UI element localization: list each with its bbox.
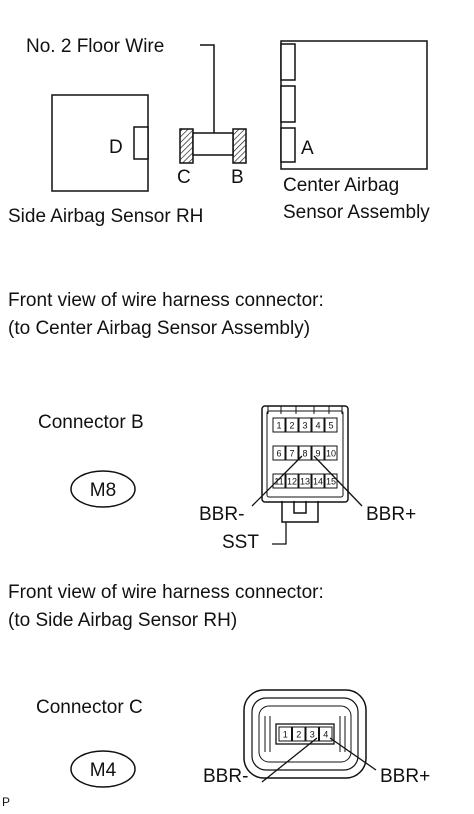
connector-b-label: Connector B [38,412,144,433]
connector-c-shape [179,128,194,164]
connector-c-pin-cell [319,726,333,742]
section-c-title-1: Front view of wire harness connector: [8,582,324,603]
connector-c-pin-number: 2 [296,730,301,740]
connector-b-pin-number: 6 [276,449,281,459]
connector-b-pin-number: 13 [300,477,310,487]
sst-jumper-inner [293,501,307,514]
side-sensor-name: Side Airbag Sensor RH [8,206,203,227]
connector-b-code-oval [70,470,136,508]
bbr-minus-label-c: BBR- [203,766,248,787]
section-c-title-2: (to Side Airbag Sensor RH) [8,610,237,631]
sst-jumper-outer [281,501,319,523]
connector-b-pin-cell [272,473,286,489]
connector-b-inner-frame [266,410,344,498]
connector-b-pin-number: 8 [302,449,307,459]
section-b-title-1: Front view of wire harness connector: [8,290,324,311]
connector-c-side-ribs [264,716,346,752]
connector-b-pin-number: 11 [274,477,283,487]
connector-b-pin-cell [298,473,312,489]
connector-b-pin-number: 3 [302,421,307,431]
center-sensor-letter: A [301,138,314,159]
side-sensor-connector-d [133,126,149,160]
connector-b-pin-cell [285,417,299,433]
side-airbag-sensor-box [51,94,149,192]
connector-b-top-ribs [267,406,343,414]
connector-b-pin-cell [285,473,299,489]
connector-b-pin-number: 7 [289,449,294,459]
sst-leader [272,522,287,545]
connector-c-pin-number: 3 [310,730,315,740]
side-sensor-letter: D [109,137,123,158]
connector-c-pin-cell [292,726,306,742]
floor-wire-leader [200,44,215,133]
section-b-title-2: (to Center Airbag Sensor Assembly) [8,318,310,339]
connector-c-label: Connector C [36,697,143,718]
bbr-minus-leader-c [261,737,318,783]
connector-b-pin-cell [324,417,338,433]
connector-c-inner-shell-2 [258,705,352,763]
connector-b-pin-number: 15 [326,477,336,487]
connector-b-pin-cell [285,445,299,461]
sst-label: SST [222,532,259,553]
bbr-minus-leader-b [251,455,303,507]
connector-c-inner-shell-1 [251,697,359,771]
connector-c-pin-number: 4 [323,730,328,740]
connector-c-code-oval [70,750,136,788]
center-sensor-slot-a [280,127,296,163]
connector-b-shape [232,128,247,164]
connector-b-pin-number: 4 [315,421,320,431]
connector-b-pin-cell [272,445,286,461]
center-airbag-sensor-box [280,40,428,170]
connector-b-pin-cell [311,417,325,433]
connector-c-pin-number: 1 [283,730,288,740]
connector-b-pin-cell [298,417,312,433]
connector-b-pin-number: 10 [326,449,336,459]
bbr-plus-leader-c [329,737,377,771]
floor-wire-body [192,132,234,156]
connector-b-pin-number: 14 [313,477,323,487]
connector-c-pin-cell [278,726,292,742]
connector-b-letter: B [231,167,244,188]
connector-b-code: M8 [90,480,116,501]
connector-b-pin-cell [324,445,338,461]
floor-wire-label: No. 2 Floor Wire [26,36,164,57]
footer-mark: P [2,795,10,809]
connector-b-pin-number: 1 [276,421,281,431]
bbr-plus-label-c: BBR+ [380,766,430,787]
connector-b-pin-cell [311,473,325,489]
bbr-plus-leader-b [313,455,363,507]
connector-b-pin-cell [272,417,286,433]
center-sensor-slot-1 [280,43,296,81]
center-sensor-name-2: Sensor Assembly [283,202,430,223]
connector-b-pin-number: 9 [315,449,320,459]
connector-b-pin-number: 2 [289,421,294,431]
connector-b-pin-number: 12 [287,477,297,487]
bbr-minus-label-b: BBR- [199,504,244,525]
connector-b-pin-number: 5 [328,421,333,431]
connector-c-letter: C [177,167,191,188]
bbr-plus-label-b: BBR+ [366,504,416,525]
center-sensor-name-1: Center Airbag [283,175,399,196]
connector-c-code: M4 [90,760,117,781]
center-sensor-slot-2 [280,85,296,123]
